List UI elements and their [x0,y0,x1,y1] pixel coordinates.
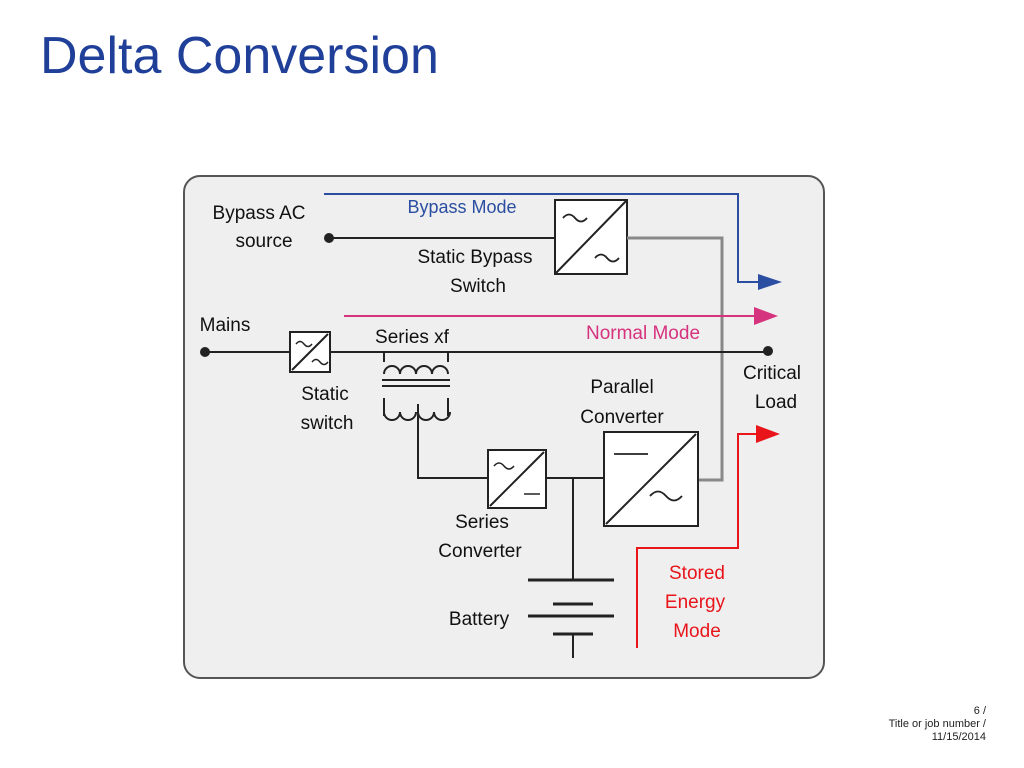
bypass-mode-arrow [758,274,782,290]
battery-label: Battery [449,609,510,630]
parallel-converter [603,431,699,527]
battery-symbol [528,578,614,658]
page-number: 6 / [973,705,986,717]
bypass-source-label-line2: source [235,231,292,252]
footer-date: 11/15/2014 [931,731,986,743]
bypass-mode-label: Bypass Mode [407,197,516,217]
stored-energy-mode-label-line2: Energy [665,592,726,613]
job-title: Title or job number / [888,718,986,730]
stored-energy-mode-label-line3: Mode [673,621,721,642]
static-bypass-switch-label: Static Bypass [417,247,532,268]
static-switch-label-line2: switch [301,413,354,434]
normal-mode-label: Normal Mode [586,323,700,344]
series-converter-label: Series [455,512,509,533]
series-xf-label: Series xf [375,327,450,348]
static-switch [289,331,331,373]
critical-load-terminal [763,346,773,356]
stored-energy-mode-arrow [756,425,780,443]
slide-title: Delta Conversion [40,27,439,85]
bypass-source-label: Bypass AC [213,203,306,224]
bypass-output-wire [627,236,724,482]
series-converter [487,449,547,509]
static-bypass-switch [554,199,628,275]
static-switch-label: Static [301,384,349,405]
mains-label: Mains [200,315,251,336]
stored-energy-mode-path [636,433,760,648]
diagram-panel [183,175,825,679]
slide-footer: 6 / Title or job number / 11/15/2014 [889,705,986,744]
normal-mode-arrow [754,307,778,325]
stored-energy-mode-label: Stored [669,563,725,584]
critical-load-label: Critical [743,363,801,384]
parallel-converter-label: Parallel [590,377,653,398]
static-bypass-switch-label-line2: Switch [450,276,506,297]
series-secondary-wire [417,404,488,479]
bypass-mode-path [324,193,760,283]
parallel-converter-label-line2: Converter [580,407,664,428]
series-converter-label-line2: Converter [438,541,522,562]
critical-load-label-line2: Load [755,392,797,413]
ups-delta-conversion-diagram: Bypass AC source Bypass Mode Static Bypa… [183,175,825,679]
series-transformer [382,352,451,421]
